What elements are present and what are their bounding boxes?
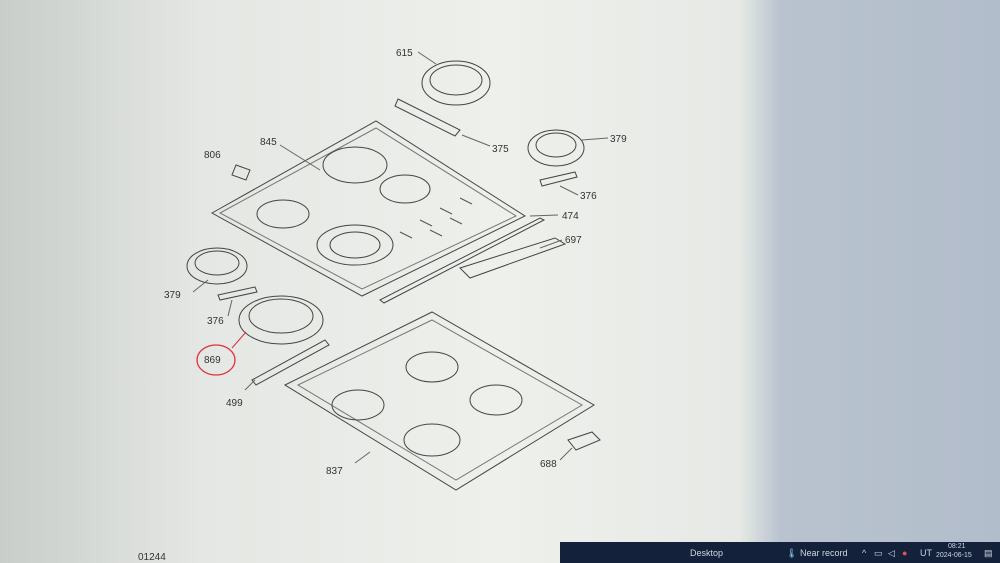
label-688: 688 — [540, 459, 557, 470]
label-376: 376 — [580, 191, 597, 202]
label-474: 474 — [562, 211, 579, 222]
tray-837 — [283, 311, 595, 491]
taskbar: Desktop 🌡 Near record ^ ▭ ◁ ● UT 08:21 2… — [560, 542, 1000, 563]
burner-869 — [238, 295, 324, 345]
label-806: 806 — [204, 150, 221, 161]
notifications-icon[interactable]: ▤ — [984, 548, 993, 558]
label-869: 869 — [204, 355, 221, 366]
label-376: 376 — [207, 316, 224, 327]
label-499: 499 — [226, 398, 243, 409]
network-icon[interactable]: ▭ — [874, 548, 883, 558]
glass-cooktop — [210, 120, 527, 297]
weather-icon: 🌡 — [786, 548, 798, 558]
burner-379-left — [186, 247, 248, 285]
burner-615 — [421, 60, 491, 106]
label-375: 375 — [492, 144, 509, 155]
label-379: 379 — [610, 134, 627, 145]
label-845: 845 — [260, 137, 277, 148]
language-indicator[interactable]: UT — [920, 548, 932, 558]
tray-chevron-icon[interactable]: ^ — [862, 548, 867, 558]
clock-time[interactable]: 08:21 — [948, 543, 966, 550]
label-615: 615 — [396, 48, 413, 59]
highlight-circle — [196, 344, 236, 376]
label-837: 837 — [326, 466, 343, 477]
weather-status[interactable]: Near record — [800, 548, 848, 558]
speaker-icon[interactable]: ◁ — [888, 548, 895, 558]
footer-code: 01244 — [138, 552, 166, 563]
mic-icon[interactable]: ● — [902, 548, 908, 558]
burner-379-right — [527, 129, 585, 167]
label-697: 697 — [565, 235, 582, 246]
label-379: 379 — [164, 290, 181, 301]
desktop-button[interactable]: Desktop — [690, 548, 724, 558]
clock-date[interactable]: 2024-06-15 — [936, 552, 972, 559]
